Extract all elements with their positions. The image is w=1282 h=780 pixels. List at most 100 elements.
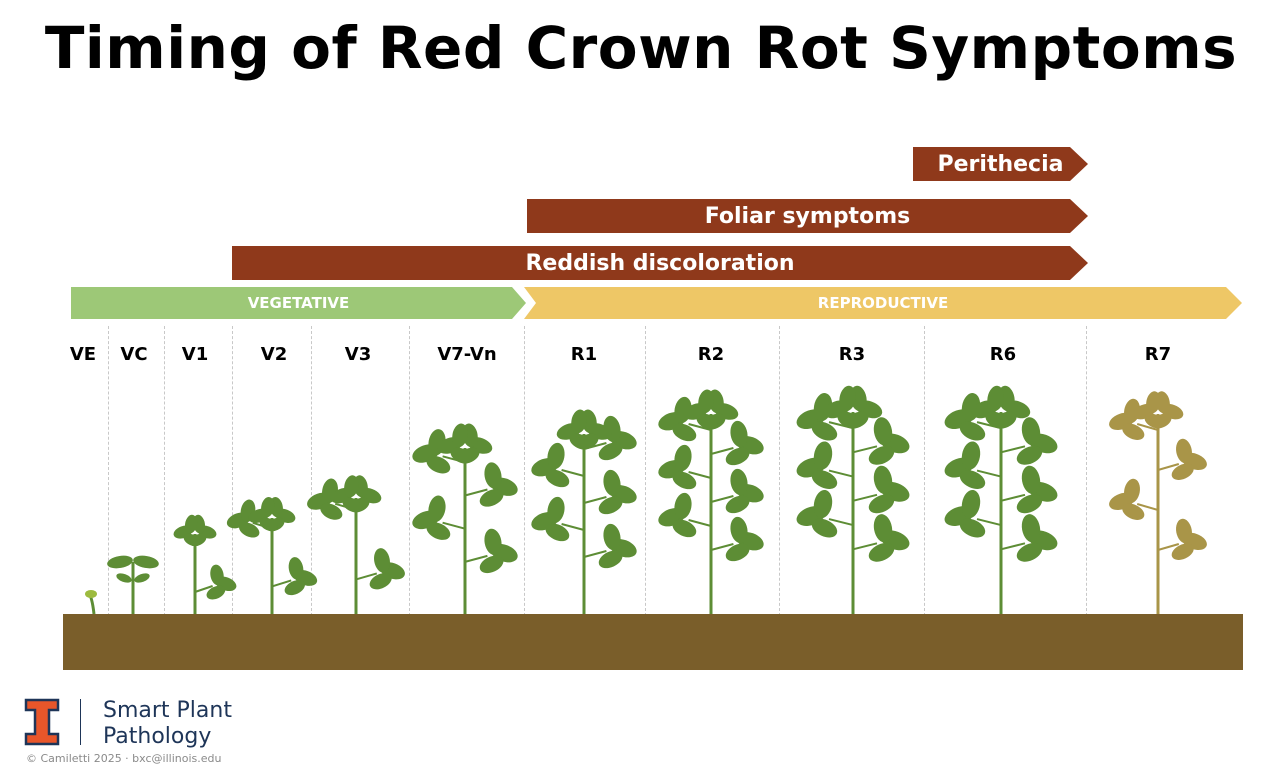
leaf-shape xyxy=(811,421,838,441)
plant-petiole xyxy=(583,550,607,558)
leaf-shape xyxy=(868,445,895,465)
leaf-shape xyxy=(569,433,591,450)
plant-petiole xyxy=(464,488,488,497)
leaf-shape xyxy=(672,423,697,442)
plant-petiole xyxy=(852,493,878,502)
stage-divider xyxy=(524,326,525,616)
vegetative-phase-arrow: VEGETATIVE xyxy=(71,287,526,319)
plant-petiole xyxy=(464,554,488,563)
leaf-shape xyxy=(1021,514,1041,543)
leaf-shape xyxy=(1016,445,1043,465)
leaf-shape xyxy=(479,555,504,574)
leaf-shape xyxy=(374,548,390,573)
leaf-shape xyxy=(868,542,895,562)
stage-divider xyxy=(779,326,780,616)
leaf-shape xyxy=(545,469,570,488)
leaf-shape xyxy=(603,523,621,551)
leaf-shape xyxy=(545,523,570,542)
leaf-shape xyxy=(183,533,201,547)
leaf-shape xyxy=(484,462,502,489)
stage-label-r1: R1 xyxy=(570,344,598,365)
leaf-shape xyxy=(342,497,363,513)
leaf-shape xyxy=(452,423,468,448)
stage-label-v3: V3 xyxy=(344,344,372,365)
foliar-symptoms-arrow: Foliar symptoms xyxy=(527,199,1088,233)
plant-petiole xyxy=(1136,503,1159,511)
leaf-shape xyxy=(813,489,833,519)
leaf-shape xyxy=(725,495,750,514)
plant-petiole xyxy=(852,542,878,551)
leaf-shape xyxy=(868,494,895,514)
brand-name-line1: Smart Plant xyxy=(103,698,232,723)
stage-label-r6: R6 xyxy=(989,344,1017,365)
leaf-shape xyxy=(959,518,986,538)
leaf-shape xyxy=(873,465,893,494)
leaf-shape xyxy=(674,444,692,472)
leaf-shape xyxy=(1021,465,1041,494)
leaf-shape xyxy=(1171,543,1194,560)
leaf-shape xyxy=(730,420,748,448)
plant-petiole xyxy=(1136,423,1159,431)
leaf-shape xyxy=(873,417,893,446)
leaf-shape xyxy=(426,522,451,540)
leaf-shape xyxy=(672,519,697,538)
stage-divider xyxy=(108,326,109,616)
leaf-shape xyxy=(672,471,697,490)
leaf-shape xyxy=(811,470,838,489)
soil-strip xyxy=(63,614,1243,670)
stage-label-r3: R3 xyxy=(838,344,866,365)
leaf-shape xyxy=(1176,438,1192,464)
perithecia-arrow: Perithecia xyxy=(913,147,1088,181)
leaf-shape xyxy=(961,441,981,470)
leaf-shape xyxy=(839,385,856,412)
leaf-shape xyxy=(598,496,623,515)
leaf-shape xyxy=(603,469,621,497)
leaf-shape xyxy=(259,517,278,532)
leaf-shape xyxy=(598,442,623,461)
diagram-title: Timing of Red Crown Rot Symptoms xyxy=(44,14,1238,82)
leaf-shape xyxy=(1016,542,1043,562)
plant-petiole xyxy=(688,519,712,527)
leaf-shape xyxy=(1016,494,1043,514)
leaf-shape xyxy=(1122,503,1145,520)
leaf-shape xyxy=(1021,417,1041,446)
leaf-shape xyxy=(698,389,714,414)
plant-petiole xyxy=(583,496,607,504)
emerging-cotyledon xyxy=(85,590,97,598)
leaf-shape xyxy=(696,413,718,430)
reproductive-phase-arrow: REPRODUCTIVE xyxy=(524,287,1242,319)
stage-divider xyxy=(924,326,925,616)
plant-petiole xyxy=(852,445,878,454)
leaf-shape xyxy=(426,455,451,474)
plant-petiole xyxy=(561,469,585,477)
leaf-shape xyxy=(369,573,392,590)
leaf-shape xyxy=(811,518,838,538)
stage-divider xyxy=(232,326,233,616)
leaf-shape xyxy=(985,411,1009,429)
plant-petiole xyxy=(1000,493,1026,502)
brand-name-line2: Pathology xyxy=(103,724,212,749)
plant-petiole xyxy=(442,521,466,530)
stage-label-v1: V1 xyxy=(181,344,209,365)
reddish-discoloration-arrow: Reddish discoloration xyxy=(232,246,1088,280)
stage-divider xyxy=(311,326,312,616)
plant-petiole xyxy=(828,469,854,478)
leaf-shape xyxy=(479,489,504,507)
leaf-shape xyxy=(837,411,861,429)
stage-label-r2: R2 xyxy=(697,344,725,365)
leaf-shape xyxy=(107,555,133,569)
leaf-shape xyxy=(873,514,893,543)
plant-petiole xyxy=(828,518,854,527)
leaf-shape xyxy=(730,468,748,496)
plant-petiole xyxy=(1157,543,1180,551)
leaf-shape xyxy=(1146,391,1161,414)
plant-petiole xyxy=(561,523,585,531)
leaf-shape xyxy=(284,580,305,596)
plant-petiole xyxy=(355,572,378,581)
leaf-shape xyxy=(484,528,502,556)
plant-petiole xyxy=(1000,445,1026,454)
leaf-shape xyxy=(674,492,692,520)
stage-divider xyxy=(409,326,410,616)
stage-divider xyxy=(1086,326,1087,616)
